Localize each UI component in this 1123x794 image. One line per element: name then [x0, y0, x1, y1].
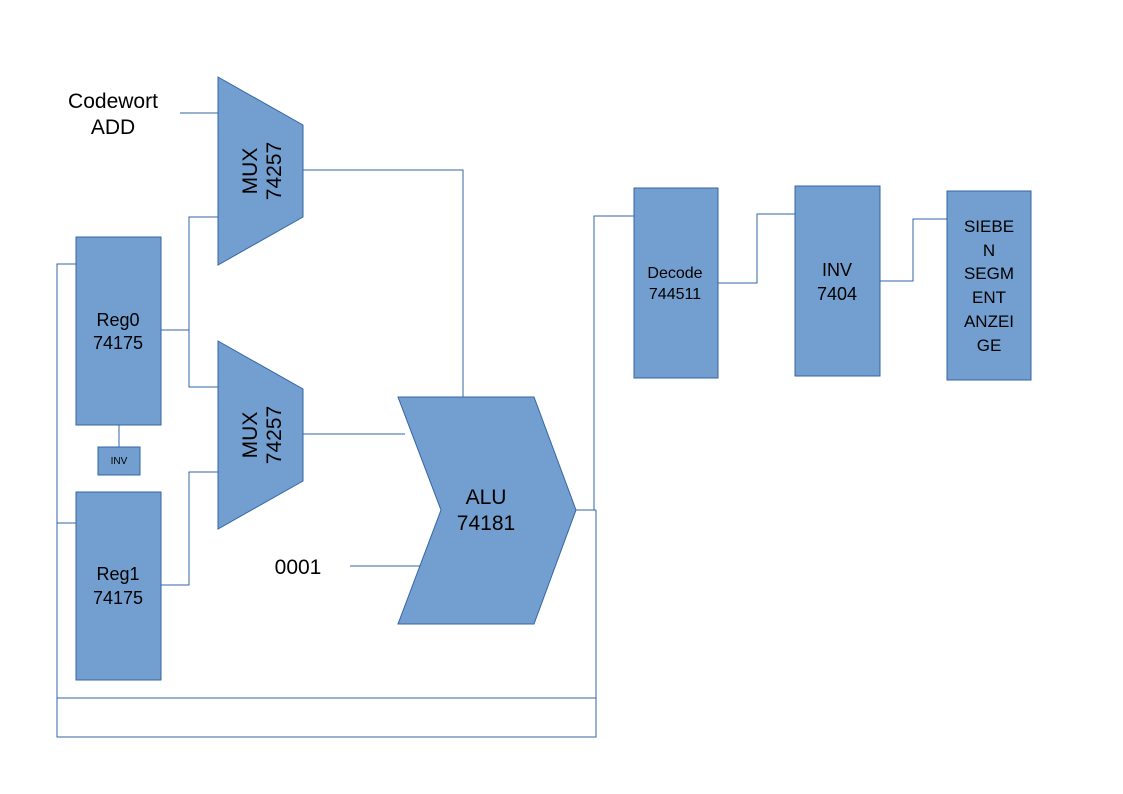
inv-small-label: INV [111, 456, 128, 467]
reg0-label-line2: 74175 [93, 333, 143, 353]
wire-reg1-to-mux-bottom [161, 471, 218, 586]
mux-top-label-line2: 74257 [263, 142, 286, 200]
wire-reg0-to-mux-bottom [188, 330, 218, 388]
wire-decode-to-inv [718, 213, 795, 284]
display-label-line: SIEBE [964, 217, 1014, 236]
mux-top-label: MUX 74257 [239, 142, 286, 200]
mux-bottom-label-line1: MUX [239, 412, 262, 459]
reg1-label-line2: 74175 [93, 588, 143, 608]
decode-label-line2: 744511 [649, 286, 701, 303]
codewort-label-line1: Codewort [68, 90, 158, 113]
inv-label-line2: 7404 [817, 284, 857, 304]
display-label-line: SEGM [964, 264, 1014, 283]
codewort-label-line2: ADD [91, 116, 135, 139]
inv-label-line1: INV [822, 260, 852, 280]
display-label-line: GE [977, 336, 1002, 355]
wire-alu-to-decode [593, 215, 634, 510]
mux-bottom-label: MUX 74257 [239, 406, 286, 464]
reg0-label-line1: Reg0 [96, 310, 139, 330]
display-label-line: ENT [972, 288, 1006, 307]
inv-block [794, 185, 881, 377]
mux-top-label-line1: MUX [239, 148, 262, 195]
decode-block [633, 187, 719, 379]
reg1-block [75, 491, 162, 681]
wires [56, 112, 947, 738]
display-label-line: N [983, 241, 995, 260]
alu-label-line1: ALU [466, 486, 507, 509]
reg1-label-line1: Reg1 [96, 564, 139, 584]
reg0-block [75, 236, 162, 426]
wire-inv-to-display [880, 218, 947, 282]
constant-label: 0001 [275, 556, 322, 579]
display-block [946, 190, 1032, 381]
mux-top-block [217, 76, 304, 266]
inv-small-block [97, 446, 141, 476]
wire-mux-top-to-alu [303, 169, 464, 398]
alu-block [397, 396, 577, 625]
display-label: SIEBE N SEGM ENT ANZEI GE [964, 217, 1014, 355]
alu-label-line2: 74181 [457, 512, 515, 535]
mux-bottom-block [217, 340, 304, 530]
wire-feedback-reg1 [56, 510, 597, 738]
mux-bottom-label-line2: 74257 [263, 406, 286, 464]
decode-label-line1: Decode [647, 265, 702, 282]
wire-reg0-to-mux-top [188, 216, 218, 330]
display-label-line: ANZEI [964, 312, 1014, 331]
